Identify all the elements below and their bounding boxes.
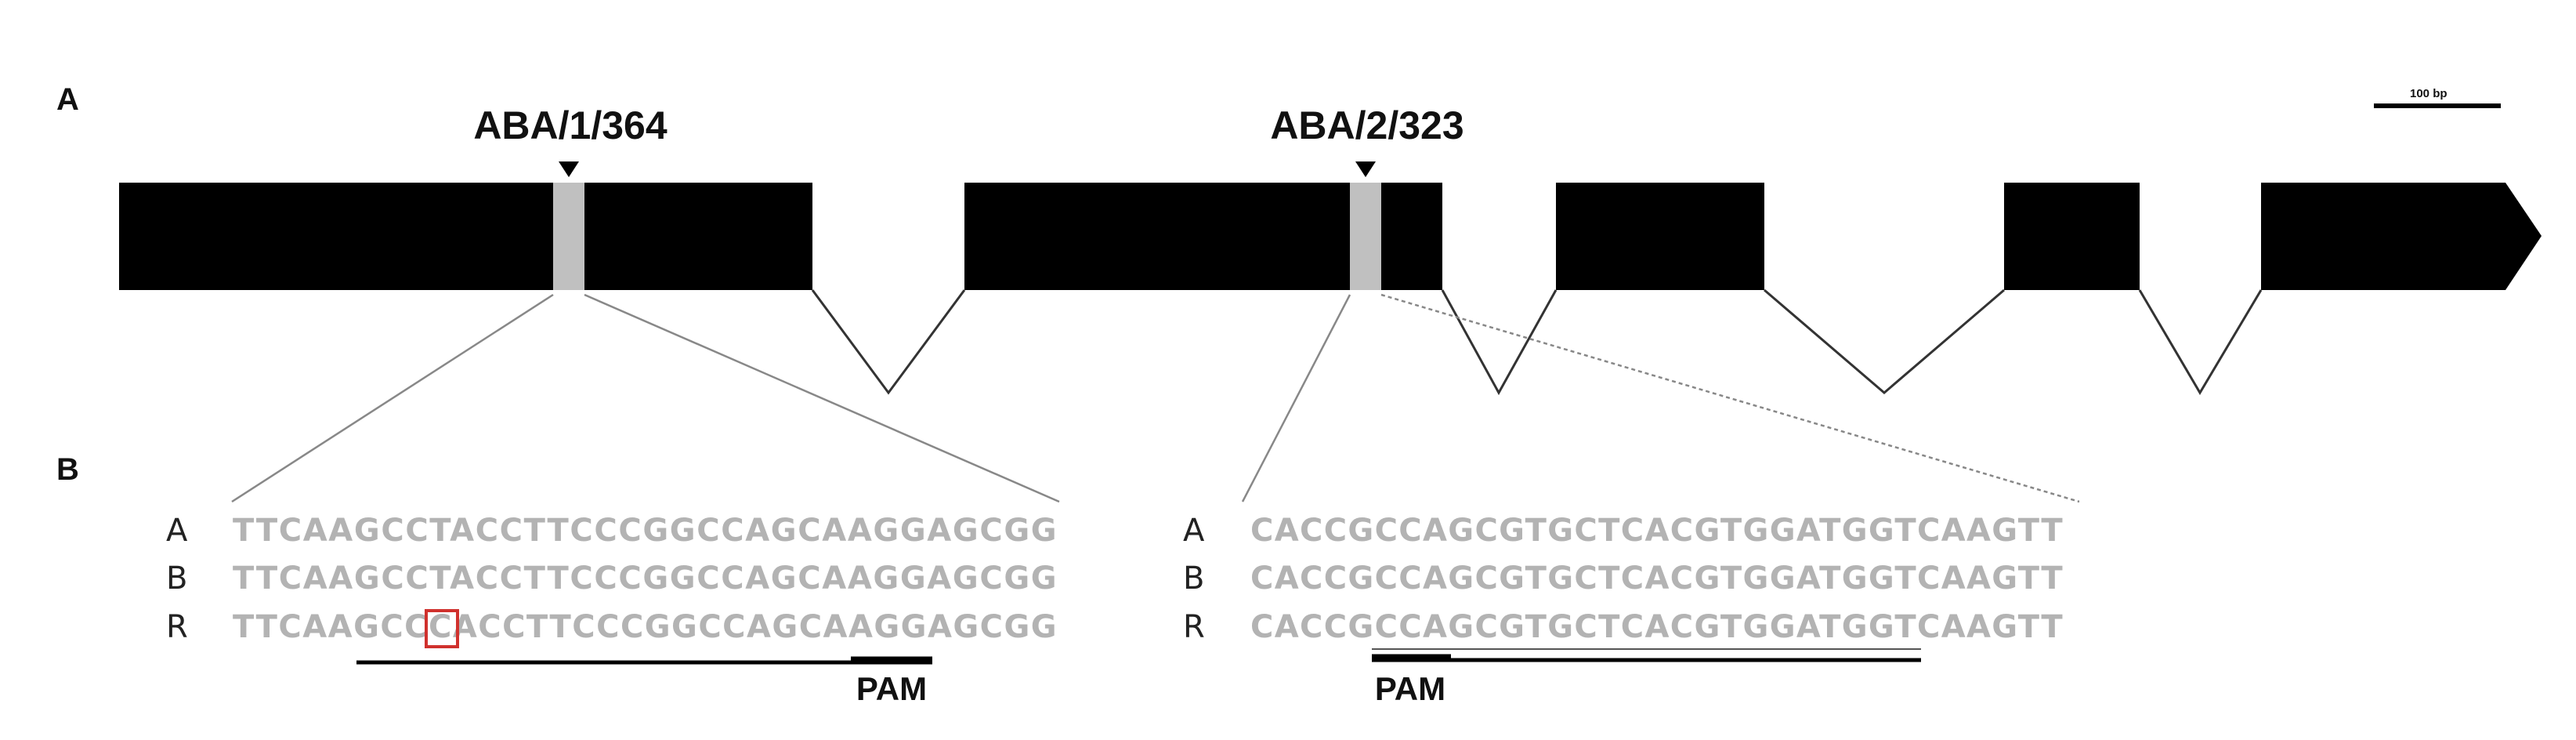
scale-bar-label: 100 bp (2410, 87, 2448, 100)
alignment-2-row-r-sequence: CACCGCCAGCGTGCTCACGTGGATGGTCAAGTT (1250, 609, 2063, 645)
panel-label-a: A (56, 82, 79, 117)
alignment-1-row-a-sequence: TTCAAGCCTACCTTCCCGGCCAGCAAGGAGCGG (233, 513, 1057, 549)
exon-4 (2004, 183, 2140, 290)
zoom-lines (231, 293, 2080, 503)
alignment-1-row-r-label: R (166, 609, 188, 645)
target-name-2: ABA/2/323 (1270, 103, 1463, 147)
intron-2 (1441, 289, 1558, 396)
target-site-2 (1350, 183, 1381, 290)
alignment-1-pam-label: PAM (856, 670, 927, 707)
alignment-1-row-a-label: A (166, 513, 188, 549)
exon-5-arrow (2261, 183, 2542, 290)
zoom-line-2-right (1380, 293, 2080, 503)
alignment-2: A B R CACCGCCAGCGTGCTCACGTGGATGGTCAAGTT … (1183, 513, 2063, 707)
zoom-line-1-right (584, 293, 1060, 503)
target-name-1: ABA/1/364 (473, 103, 668, 147)
scale-bar: 100 bp (2374, 87, 2501, 108)
gene-model: ABA/1/364 ABA/2/323 (119, 103, 2542, 396)
intron-4 (2138, 289, 2263, 395)
zoom-line-2-left (1241, 294, 1351, 502)
alignment-2-pam-label: PAM (1375, 670, 1445, 707)
alignment-1-row-b-label: B (166, 560, 187, 597)
target-site-1 (553, 183, 584, 290)
snp-highlight-box (425, 609, 459, 648)
intron-3 (1764, 288, 2005, 394)
alignment-2-row-a-sequence: CACCGCCAGCGTGCTCACGTGGATGGTCAAGTT (1250, 513, 2063, 549)
alignment-1-row-b-sequence: TTCAAGCCTACCTTCCCGGCCAGCAAGGAGCGG (233, 560, 1057, 597)
alignment-2-row-r-label: R (1183, 609, 1205, 645)
scale-bar-line (2374, 103, 2501, 108)
alignment-2-row-b-label: B (1183, 560, 1204, 597)
zoom-line-1-left (231, 293, 554, 503)
alignment-2-row-a-label: A (1183, 513, 1205, 549)
intron-1 (811, 289, 966, 395)
alignment-2-row-b-sequence: CACCGCCAGCGTGCTCACGTGGATGGTCAAGTT (1250, 560, 2063, 597)
site-marker-1-icon (559, 161, 579, 177)
alignment-1-row-r-sequence: TTCAAGCCCACCTTCCCGGCCAGCAAGGAGCGG (233, 609, 1057, 645)
site-marker-2-icon (1355, 161, 1376, 177)
exon-3 (1556, 183, 1764, 290)
exon-1 (119, 183, 812, 290)
panel-label-b: B (56, 452, 79, 487)
alignment-1: A B R TTCAAGCCTACCTTCCCGGCCAGCAAGGAGCGG … (166, 513, 1057, 707)
